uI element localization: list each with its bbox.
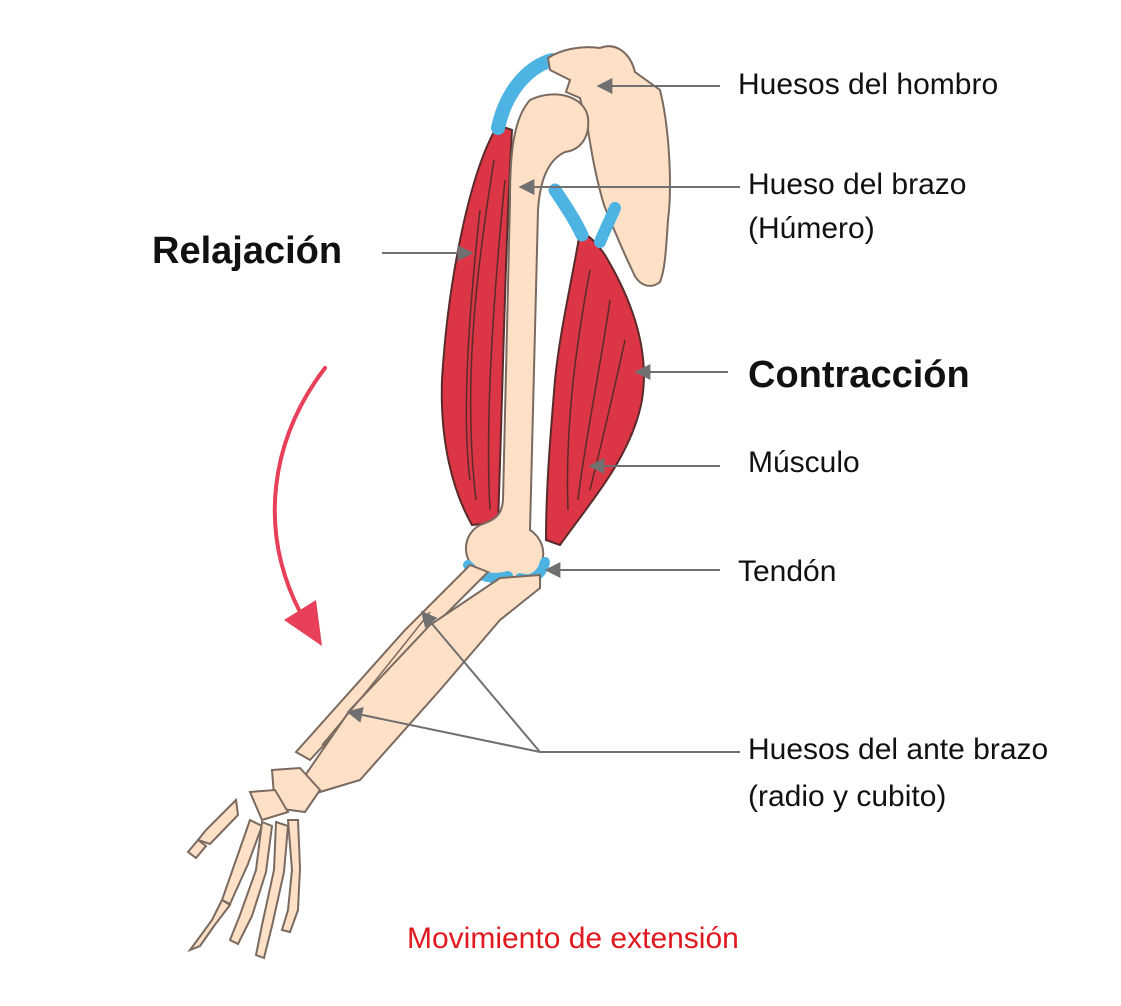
leader-lines	[346, 78, 740, 753]
triceps-muscle	[440, 123, 514, 527]
label-shoulder-bones: Huesos del hombro	[738, 68, 999, 101]
label-forearm-bones: Huesos del ante brazo	[748, 733, 1049, 766]
hand-bones	[186, 766, 322, 960]
tendon-biceps-long	[548, 183, 589, 242]
label-arm-bone-latin: (Húmero)	[748, 212, 875, 245]
leader-forearm-radius	[420, 610, 541, 753]
label-contraction: Contracción	[748, 354, 970, 396]
leader-forearm-ulna	[346, 707, 541, 753]
label-muscle: Músculo	[748, 446, 860, 479]
shoulder-bones	[546, 45, 671, 287]
label-forearm-bones-detail: (radio y cubito)	[748, 780, 947, 813]
label-arm-bone: Hueso del brazo	[748, 168, 967, 201]
ulna-bone	[294, 563, 490, 762]
biceps-fibers	[566, 269, 626, 511]
radius-bone	[300, 573, 541, 797]
caption: Movimiento de extensión	[407, 922, 739, 955]
label-tendon: Tendón	[738, 555, 837, 588]
tendon-top-triceps	[491, 53, 559, 135]
triceps-fibers	[465, 159, 506, 511]
curved-arrow-down-icon	[272, 366, 327, 646]
label-relaxation: Relajación	[152, 230, 343, 272]
tendon-biceps-short	[594, 202, 621, 248]
